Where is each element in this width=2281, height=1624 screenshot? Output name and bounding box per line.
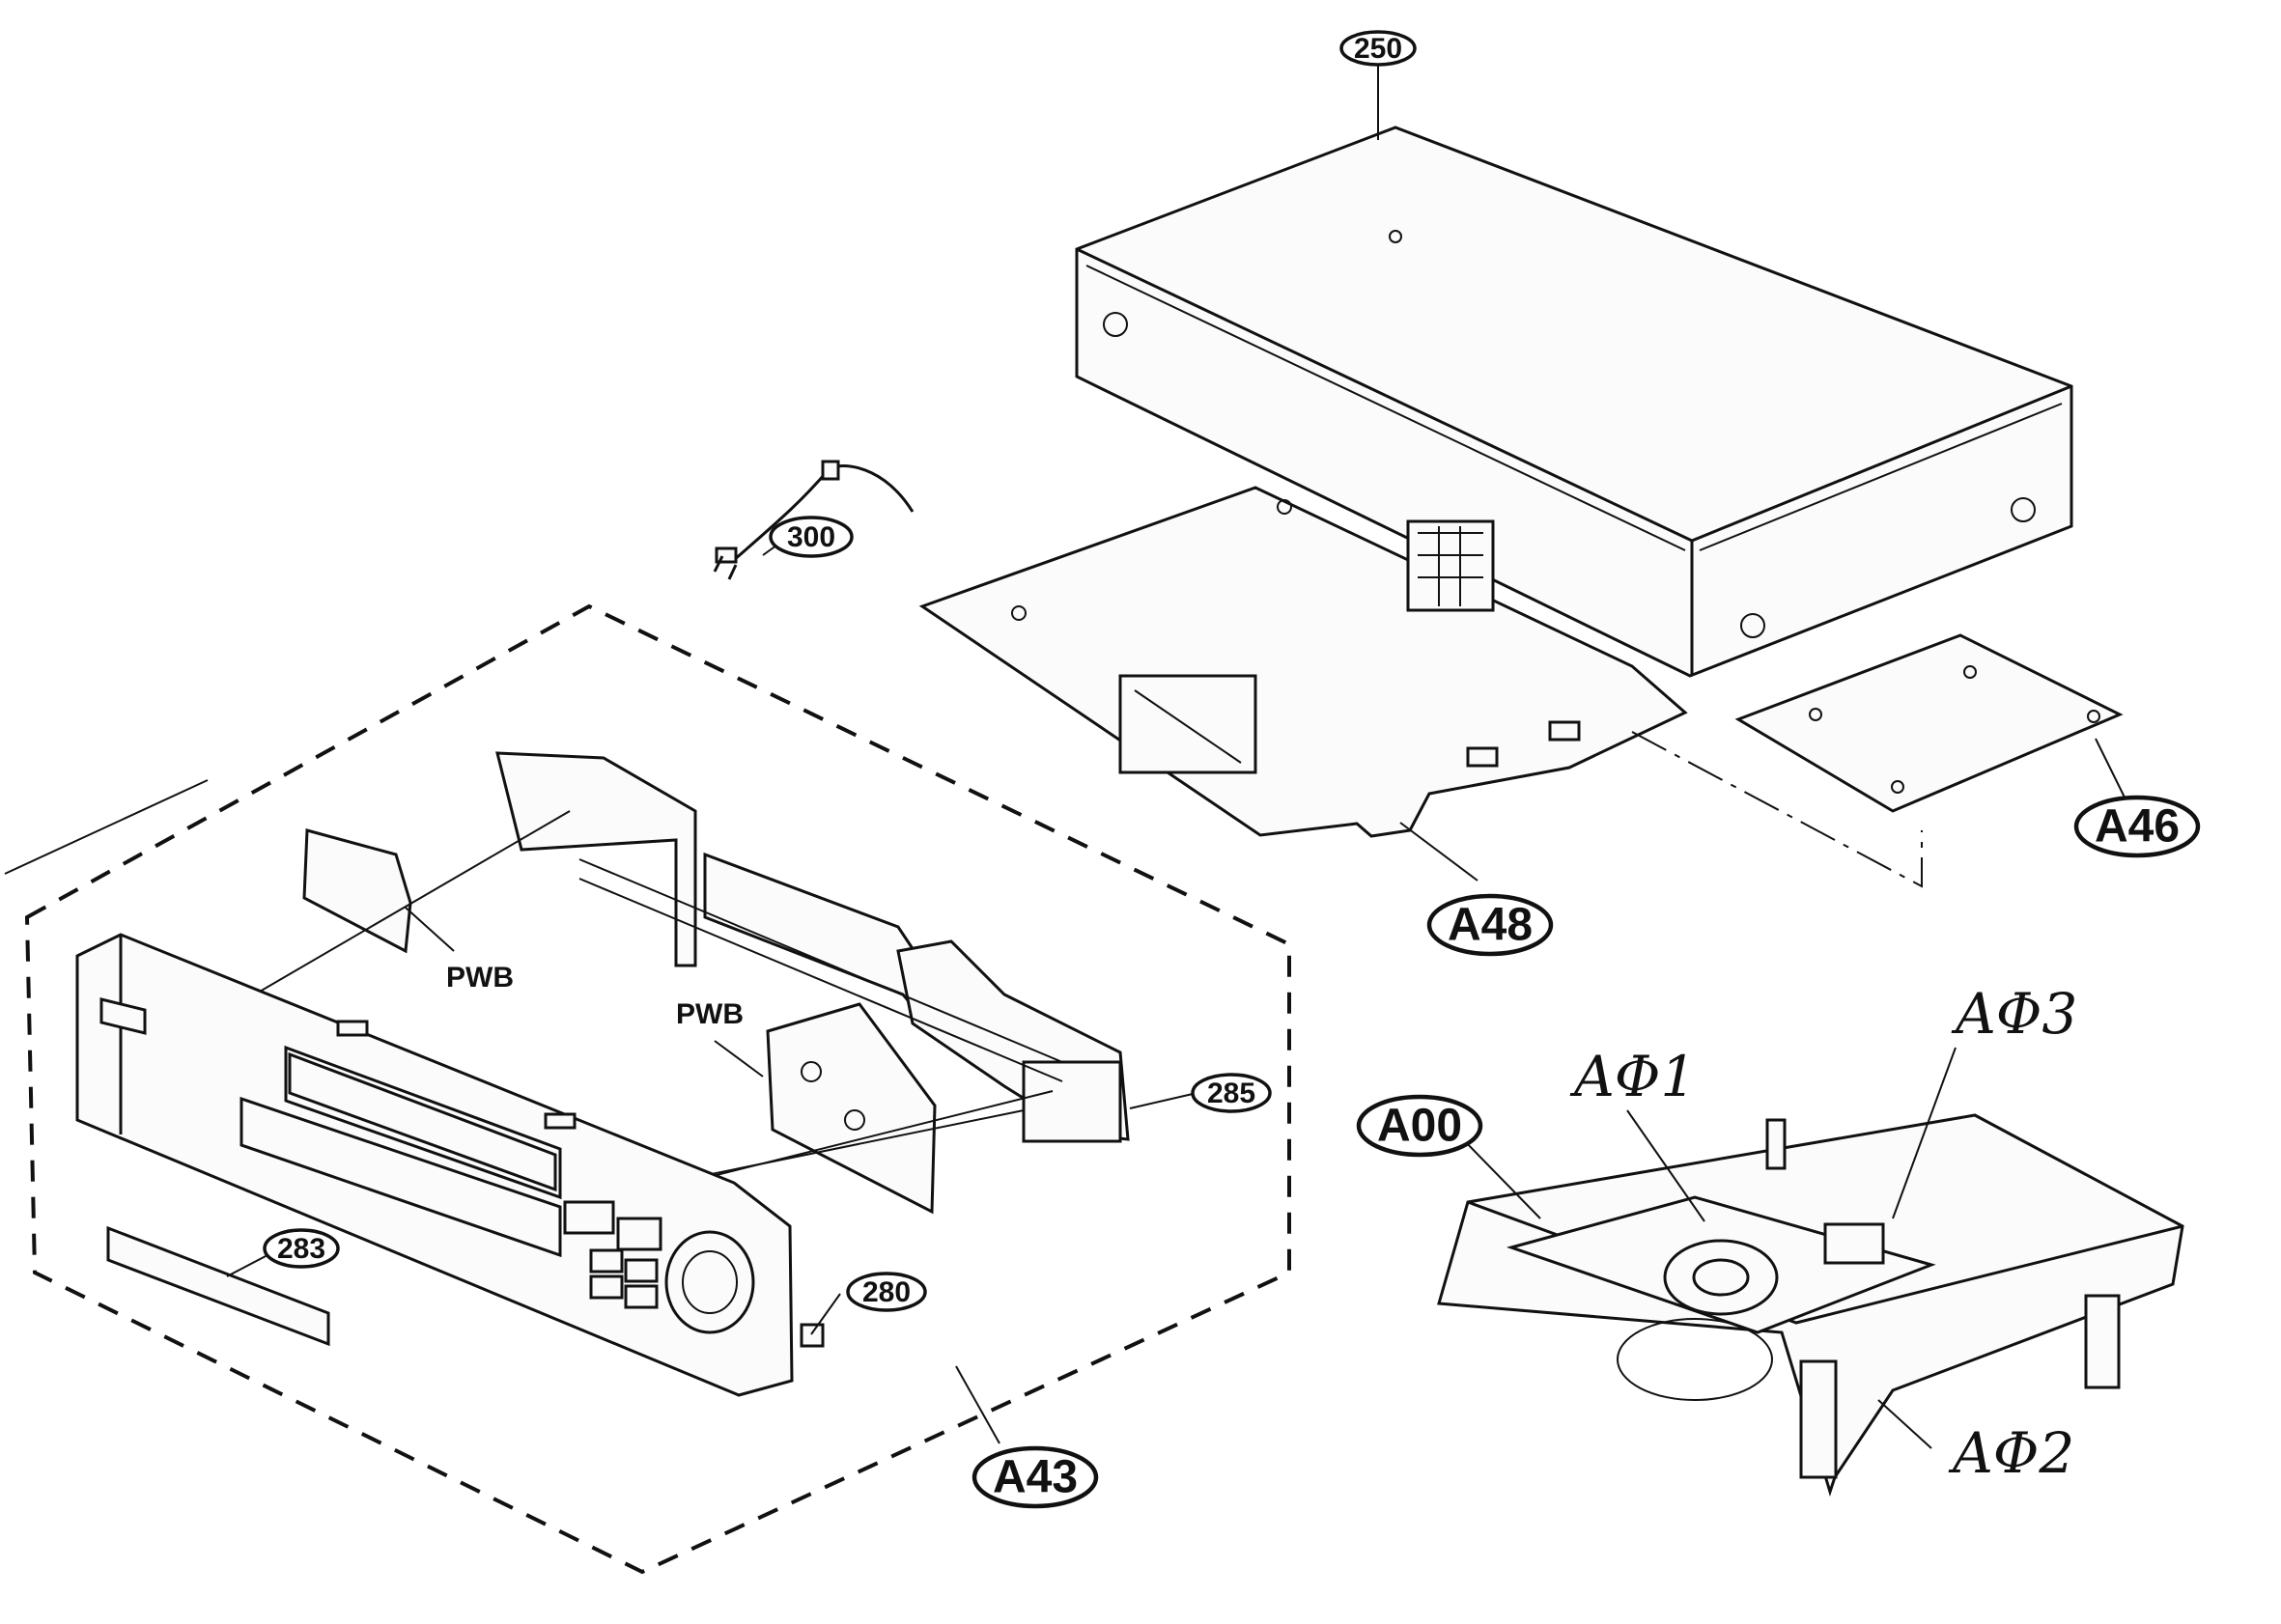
disc-mechanism	[1437, 1113, 2184, 1497]
callout-a46: A46	[2073, 795, 2201, 858]
svg-text:A00: A00	[1377, 1101, 1462, 1152]
label-pwb-left: PWB	[446, 962, 514, 994]
callout-283: 283	[263, 1228, 340, 1269]
leader-lines	[226, 64, 2133, 1449]
svg-text:280: 280	[862, 1276, 911, 1308]
main-board	[918, 486, 1688, 838]
label-a03: AΦ3	[1951, 981, 2077, 1047]
chassis-frame	[495, 751, 1130, 1143]
svg-text:A43: A43	[993, 1452, 1078, 1503]
svg-text:285: 285	[1207, 1078, 1255, 1109]
callout-a48: A48	[1426, 893, 1554, 957]
pwb-bracket-left	[302, 828, 412, 954]
front-panel	[75, 933, 825, 1397]
callout-280: 280	[846, 1272, 927, 1312]
svg-text:A48: A48	[1448, 900, 1533, 951]
callout-250: 250	[1339, 30, 1417, 67]
top-cover	[1075, 126, 2073, 678]
sub-board	[1734, 633, 2124, 813]
assembly-boundary	[24, 603, 1291, 1575]
callout-285: 285	[1191, 1073, 1272, 1113]
svg-text:283: 283	[277, 1233, 325, 1265]
svg-text:250: 250	[1354, 33, 1402, 65]
svg-text:300: 300	[787, 521, 835, 553]
label-a02: AΦ2	[1948, 1420, 2074, 1486]
pwb-bracket-right	[766, 1002, 937, 1215]
display-window	[106, 1225, 330, 1347]
label-pwb-right: PWB	[676, 998, 744, 1030]
callout-a00: A00	[1356, 1094, 1483, 1158]
callout-300: 300	[769, 516, 854, 558]
svg-text:A46: A46	[2095, 801, 2180, 853]
callout-a43: A43	[972, 1445, 1099, 1509]
label-a01: AΦ1	[1569, 1044, 1696, 1109]
power-cord	[713, 460, 915, 580]
